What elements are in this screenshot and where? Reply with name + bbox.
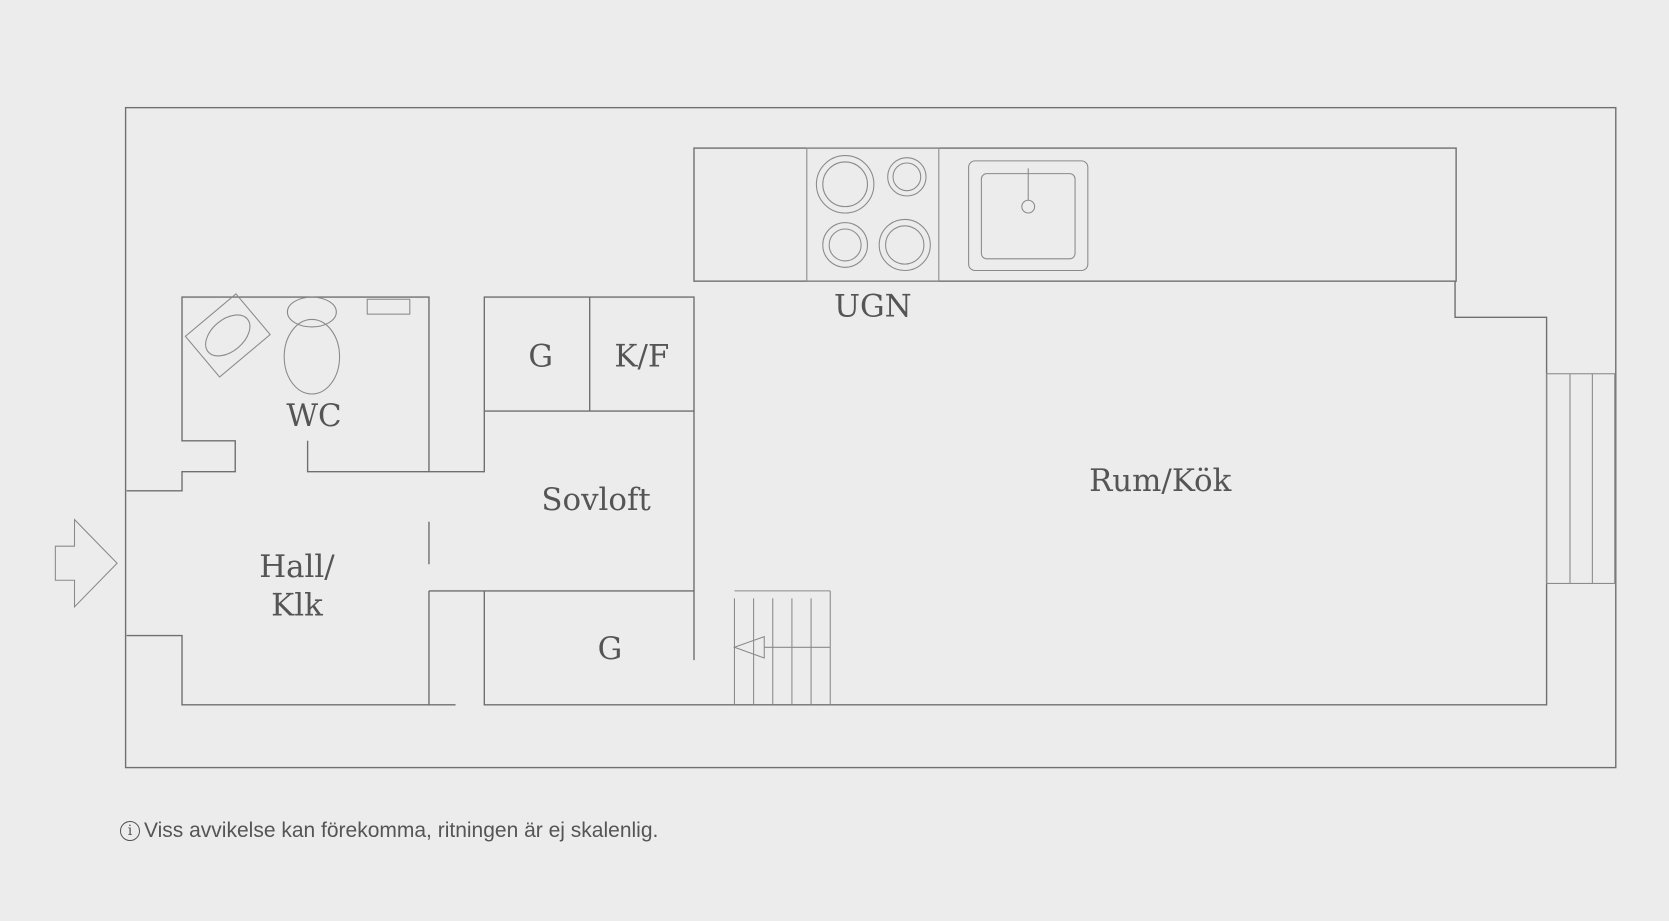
disclaimer-text: Viss avvikelse kan förekomma, ritningen …: [144, 819, 659, 842]
staircase: [732, 590, 831, 705]
room-label-rum-kok: Rum/Kök: [1089, 463, 1232, 499]
disclaimer-note: i Viss avvikelse kan förekomma, ritninge…: [120, 819, 658, 843]
outer-wall: [124, 106, 1617, 769]
entrance-arrow-icon: [54, 518, 118, 609]
room-label-hall: Hall/: [259, 549, 335, 585]
window-right: [1546, 373, 1616, 584]
room-label-g-top: G: [528, 338, 553, 374]
kitchen-counter: [693, 147, 1457, 282]
stove-burner: [822, 222, 869, 268]
stair-arrow-icon: [732, 635, 831, 659]
wc-fixtures: [184, 293, 411, 395]
room-label-klk: Klk: [271, 587, 323, 623]
room-label-g-bottom: G: [598, 631, 623, 667]
washbasin: [184, 293, 271, 378]
room-label-sovloft: Sovloft: [541, 482, 651, 518]
room-label-wc: WC: [286, 398, 341, 434]
stove-burner: [887, 157, 927, 197]
stove-burner: [815, 155, 875, 214]
room-label-ugn: UGN: [834, 288, 912, 324]
room-label-kf: K/F: [614, 338, 669, 374]
sink: [968, 160, 1089, 272]
toilet: [286, 296, 337, 328]
stove-burner: [878, 218, 931, 272]
inner-walls: [126, 281, 1548, 706]
info-icon: i: [120, 821, 140, 841]
